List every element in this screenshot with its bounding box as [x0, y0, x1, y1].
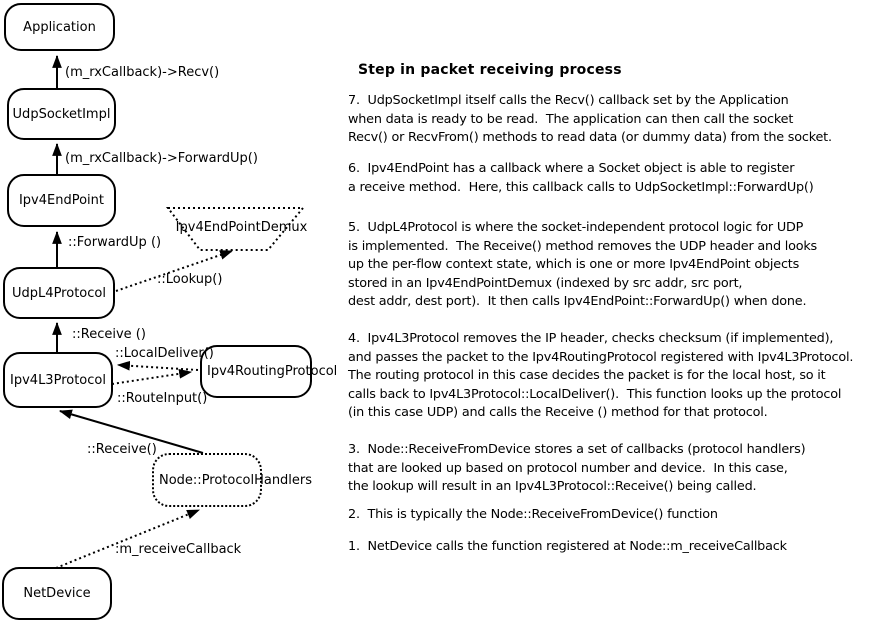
- node-ipv4-l3-protocol: Ipv4L3Protocol: [3, 352, 113, 408]
- node-udp-l4-protocol: UdpL4Protocol: [3, 267, 115, 319]
- arrow-netdevice-to-protocolhandlers: [55, 509, 201, 569]
- node-udp-l4-protocol-label: UdpL4Protocol: [12, 285, 106, 301]
- node-application: Application: [4, 3, 115, 51]
- node-udp-socket-impl-label: UdpSocketImpl: [12, 106, 111, 122]
- node-ipv4-end-point-demux-label: Ipv4EndPointDemux: [175, 220, 308, 235]
- note-step-1: 1. NetDevice calls the function register…: [348, 539, 787, 554]
- edge-label-recv-callback: (m_rxCallback)->Recv(): [65, 65, 220, 80]
- node-protocol-handlers-label: Node::ProtocolHandlers: [159, 472, 313, 488]
- node-ipv4-l3-protocol-label: Ipv4L3Protocol: [10, 372, 106, 388]
- note-step-4: 4. Ipv4L3Protocol removes the IP header,…: [348, 331, 854, 420]
- arrow-ipv4routingprotocol-to-ipv4l3protocol: [116, 360, 199, 371]
- edge-label-receive-lower: ::Receive(): [87, 442, 157, 457]
- node-ipv4-routing-protocol: Ipv4RoutingProtocol: [200, 345, 337, 398]
- node-net-device-label: NetDevice: [23, 586, 91, 601]
- node-ipv4-routing-protocol-label: Ipv4RoutingProtocol: [207, 364, 338, 379]
- edge-label-route-input: ::RouteInput(): [117, 391, 208, 406]
- edge-label-local-deliver: ::LocalDeliver(): [115, 346, 214, 361]
- note-step-7: 7. UdpSocketImpl itself calls the Recv()…: [348, 93, 832, 145]
- note-step-5: 5. UdpL4Protocol is where the socket-ind…: [348, 220, 818, 309]
- note-step-6: 6. Ipv4EndPoint has a callback where a S…: [348, 161, 814, 195]
- node-application-label: Application: [23, 19, 96, 35]
- node-ipv4-end-point-label: Ipv4EndPoint: [18, 193, 105, 208]
- node-ipv4-end-point: Ipv4EndPoint: [7, 174, 116, 227]
- note-step-2: 2. This is typically the Node::ReceiveFr…: [348, 507, 718, 522]
- node-net-device: NetDevice: [2, 567, 112, 620]
- note-step-3: 3. Node::ReceiveFromDevice stores a set …: [348, 442, 806, 494]
- edge-label-m-receive-callback: :m_receiveCallback: [115, 542, 242, 557]
- node-protocol-handlers: Node::ProtocolHandlers: [152, 453, 312, 507]
- edge-label-forwardup-callback: (m_rxCallback)->ForwardUp(): [65, 151, 258, 166]
- notes-title: Step in packet receiving process: [358, 62, 622, 78]
- node-udp-socket-impl: UdpSocketImpl: [7, 88, 116, 140]
- edge-label-receive-upper: ::Receive (): [72, 327, 146, 342]
- edge-label-forwardup: ::ForwardUp (): [68, 235, 162, 250]
- arrow-ipv4l3protocol-to-ipv4routingprotocol: [111, 368, 193, 385]
- edge-label-lookup: ::Lookup(): [157, 272, 223, 287]
